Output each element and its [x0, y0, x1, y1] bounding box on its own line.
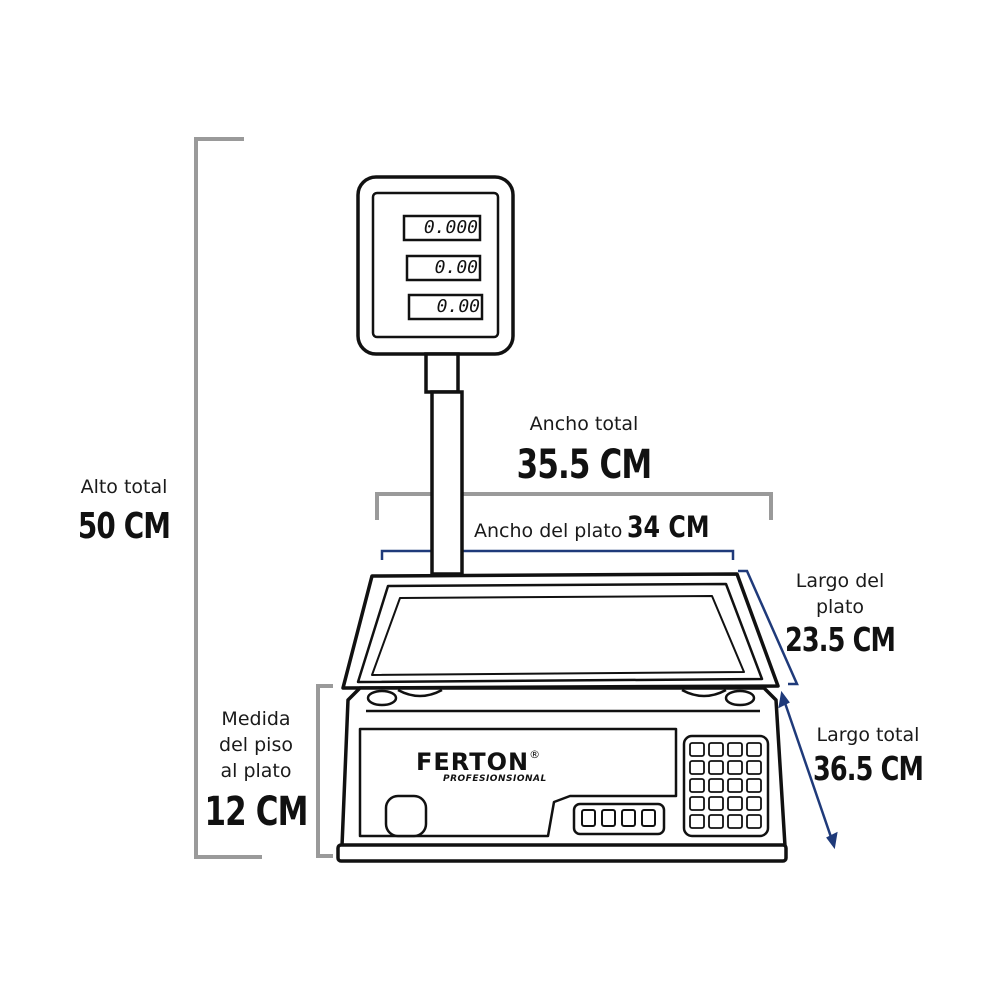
medida-piso-bracket [316, 684, 333, 858]
keypad-key [727, 760, 743, 775]
keypad-key [708, 742, 724, 757]
ancho-total-bracket [375, 492, 773, 520]
keypad-key [689, 760, 705, 775]
keypad-key [746, 796, 762, 811]
readout-3: 0.00 [436, 296, 480, 317]
largo-plato-label-1: Largo del [795, 570, 885, 592]
ancho-plato-bracket [380, 549, 735, 560]
keypad-key [746, 742, 762, 757]
keypad-key [708, 814, 724, 829]
ancho-total-value: 35.5 CM [516, 442, 652, 488]
brand-logo: FERTON® [416, 748, 540, 777]
ancho-plato-group: Ancho del plato 34 CM [474, 510, 728, 545]
medida-piso-label-1: Medida [221, 708, 291, 730]
keypad-key [727, 796, 743, 811]
keypad-key [708, 796, 724, 811]
largo-plato-value: 23.5 CM [784, 620, 896, 659]
keypad-key [727, 814, 743, 829]
largo-total-value: 36.5 CM [812, 749, 924, 788]
alto-total-value: 50 CM [77, 506, 171, 547]
largo-total-arrow [778, 690, 838, 850]
pole [424, 352, 464, 576]
base [336, 686, 788, 863]
medida-piso-value: 12 CM [204, 789, 308, 835]
medida-piso-label-3: al plato [220, 760, 292, 782]
readout-2: 0.00 [434, 257, 478, 278]
keypad-key [708, 760, 724, 775]
largo-total-label: Largo total [816, 724, 920, 746]
alto-total-bracket [194, 137, 262, 859]
keypad-key [727, 778, 743, 793]
keypad-key [689, 742, 705, 757]
alto-total-label: Alto total [80, 476, 168, 498]
medida-piso-label-2: del piso [219, 734, 293, 756]
brand-subtitle: PROFESIONSIONAL [443, 774, 547, 784]
largo-plato-label-2: plato [815, 596, 865, 618]
plate [341, 572, 780, 690]
ancho-total-label: Ancho total [529, 413, 639, 435]
keypad-key [689, 814, 705, 829]
keypad-key [727, 742, 743, 757]
keypad [689, 742, 762, 829]
keypad-key [708, 778, 724, 793]
keypad-key [746, 760, 762, 775]
keypad-key [746, 778, 762, 793]
keypad-key [689, 778, 705, 793]
ancho-plato-label: Ancho del plato [474, 520, 623, 542]
keypad-key [689, 796, 705, 811]
keypad-key [746, 814, 762, 829]
brand-registered: ® [529, 748, 541, 761]
ancho-plato-value: 34 CM [627, 510, 710, 544]
readout-1: 0.000 [423, 217, 478, 238]
largo-plato-bracket [738, 569, 799, 686]
brand-name: FERTON [416, 748, 530, 776]
